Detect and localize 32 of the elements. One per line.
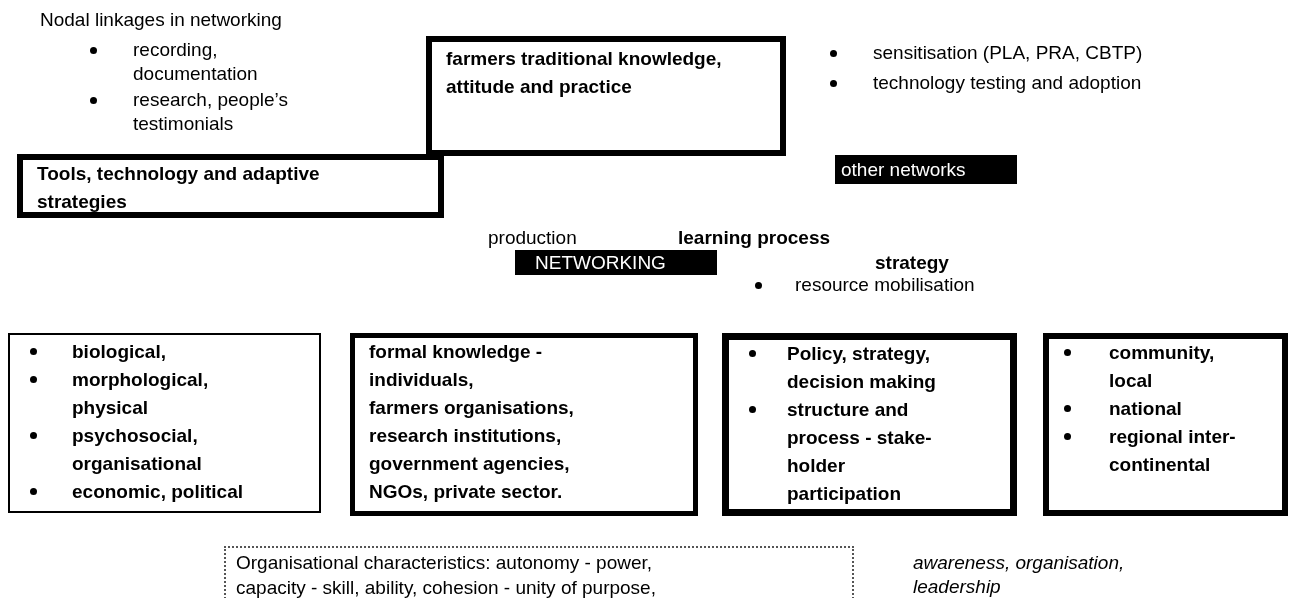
text-label: learning process (678, 226, 832, 250)
box-text: government agencies, (369, 452, 571, 476)
box-text: NGOs, private sector. (369, 480, 564, 504)
list-item: economic, political (72, 480, 245, 504)
text-label: strategy (875, 251, 950, 275)
text-box (426, 36, 786, 156)
text-label: resource mobilisation (795, 273, 976, 297)
box-text: farmers traditional knowledge, attitude and practice (446, 47, 723, 99)
box-text: Organisational characteristics: autonomy - power, capacity - skill, ability, cohesion - unity of purpose, (236, 551, 657, 598)
list-item: national (1109, 397, 1183, 421)
list-item: regional inter-continental (1109, 425, 1237, 477)
highlight-label: NETWORKING (535, 251, 667, 275)
box-text: research institutions, (369, 424, 563, 448)
list-box (8, 333, 321, 513)
box-text: farmers organisations, (369, 396, 575, 420)
highlight-box (515, 250, 717, 275)
box-text: Tools, technology and adaptive strategies (37, 162, 321, 214)
highlight-box (835, 155, 1017, 184)
text-label: research, people’s testimonials (133, 88, 289, 136)
list-item: structure and process - stake-holder participation (787, 398, 933, 506)
text-label: production (488, 226, 578, 250)
text-box (17, 154, 444, 218)
text-label: technology testing and adoption (873, 71, 1143, 95)
text-label: sensitisation (PLA, PRA, CBTP) (873, 41, 1144, 65)
list-box (722, 333, 1017, 516)
text-label: awareness, organisation, leadership (913, 551, 1126, 598)
diagram-title: Nodal linkages in networking (40, 8, 282, 32)
list-item: biological, (72, 340, 167, 364)
highlight-label: other networks (841, 158, 967, 182)
text-box (350, 333, 698, 516)
note-box (224, 546, 854, 598)
list-box (1043, 333, 1288, 516)
